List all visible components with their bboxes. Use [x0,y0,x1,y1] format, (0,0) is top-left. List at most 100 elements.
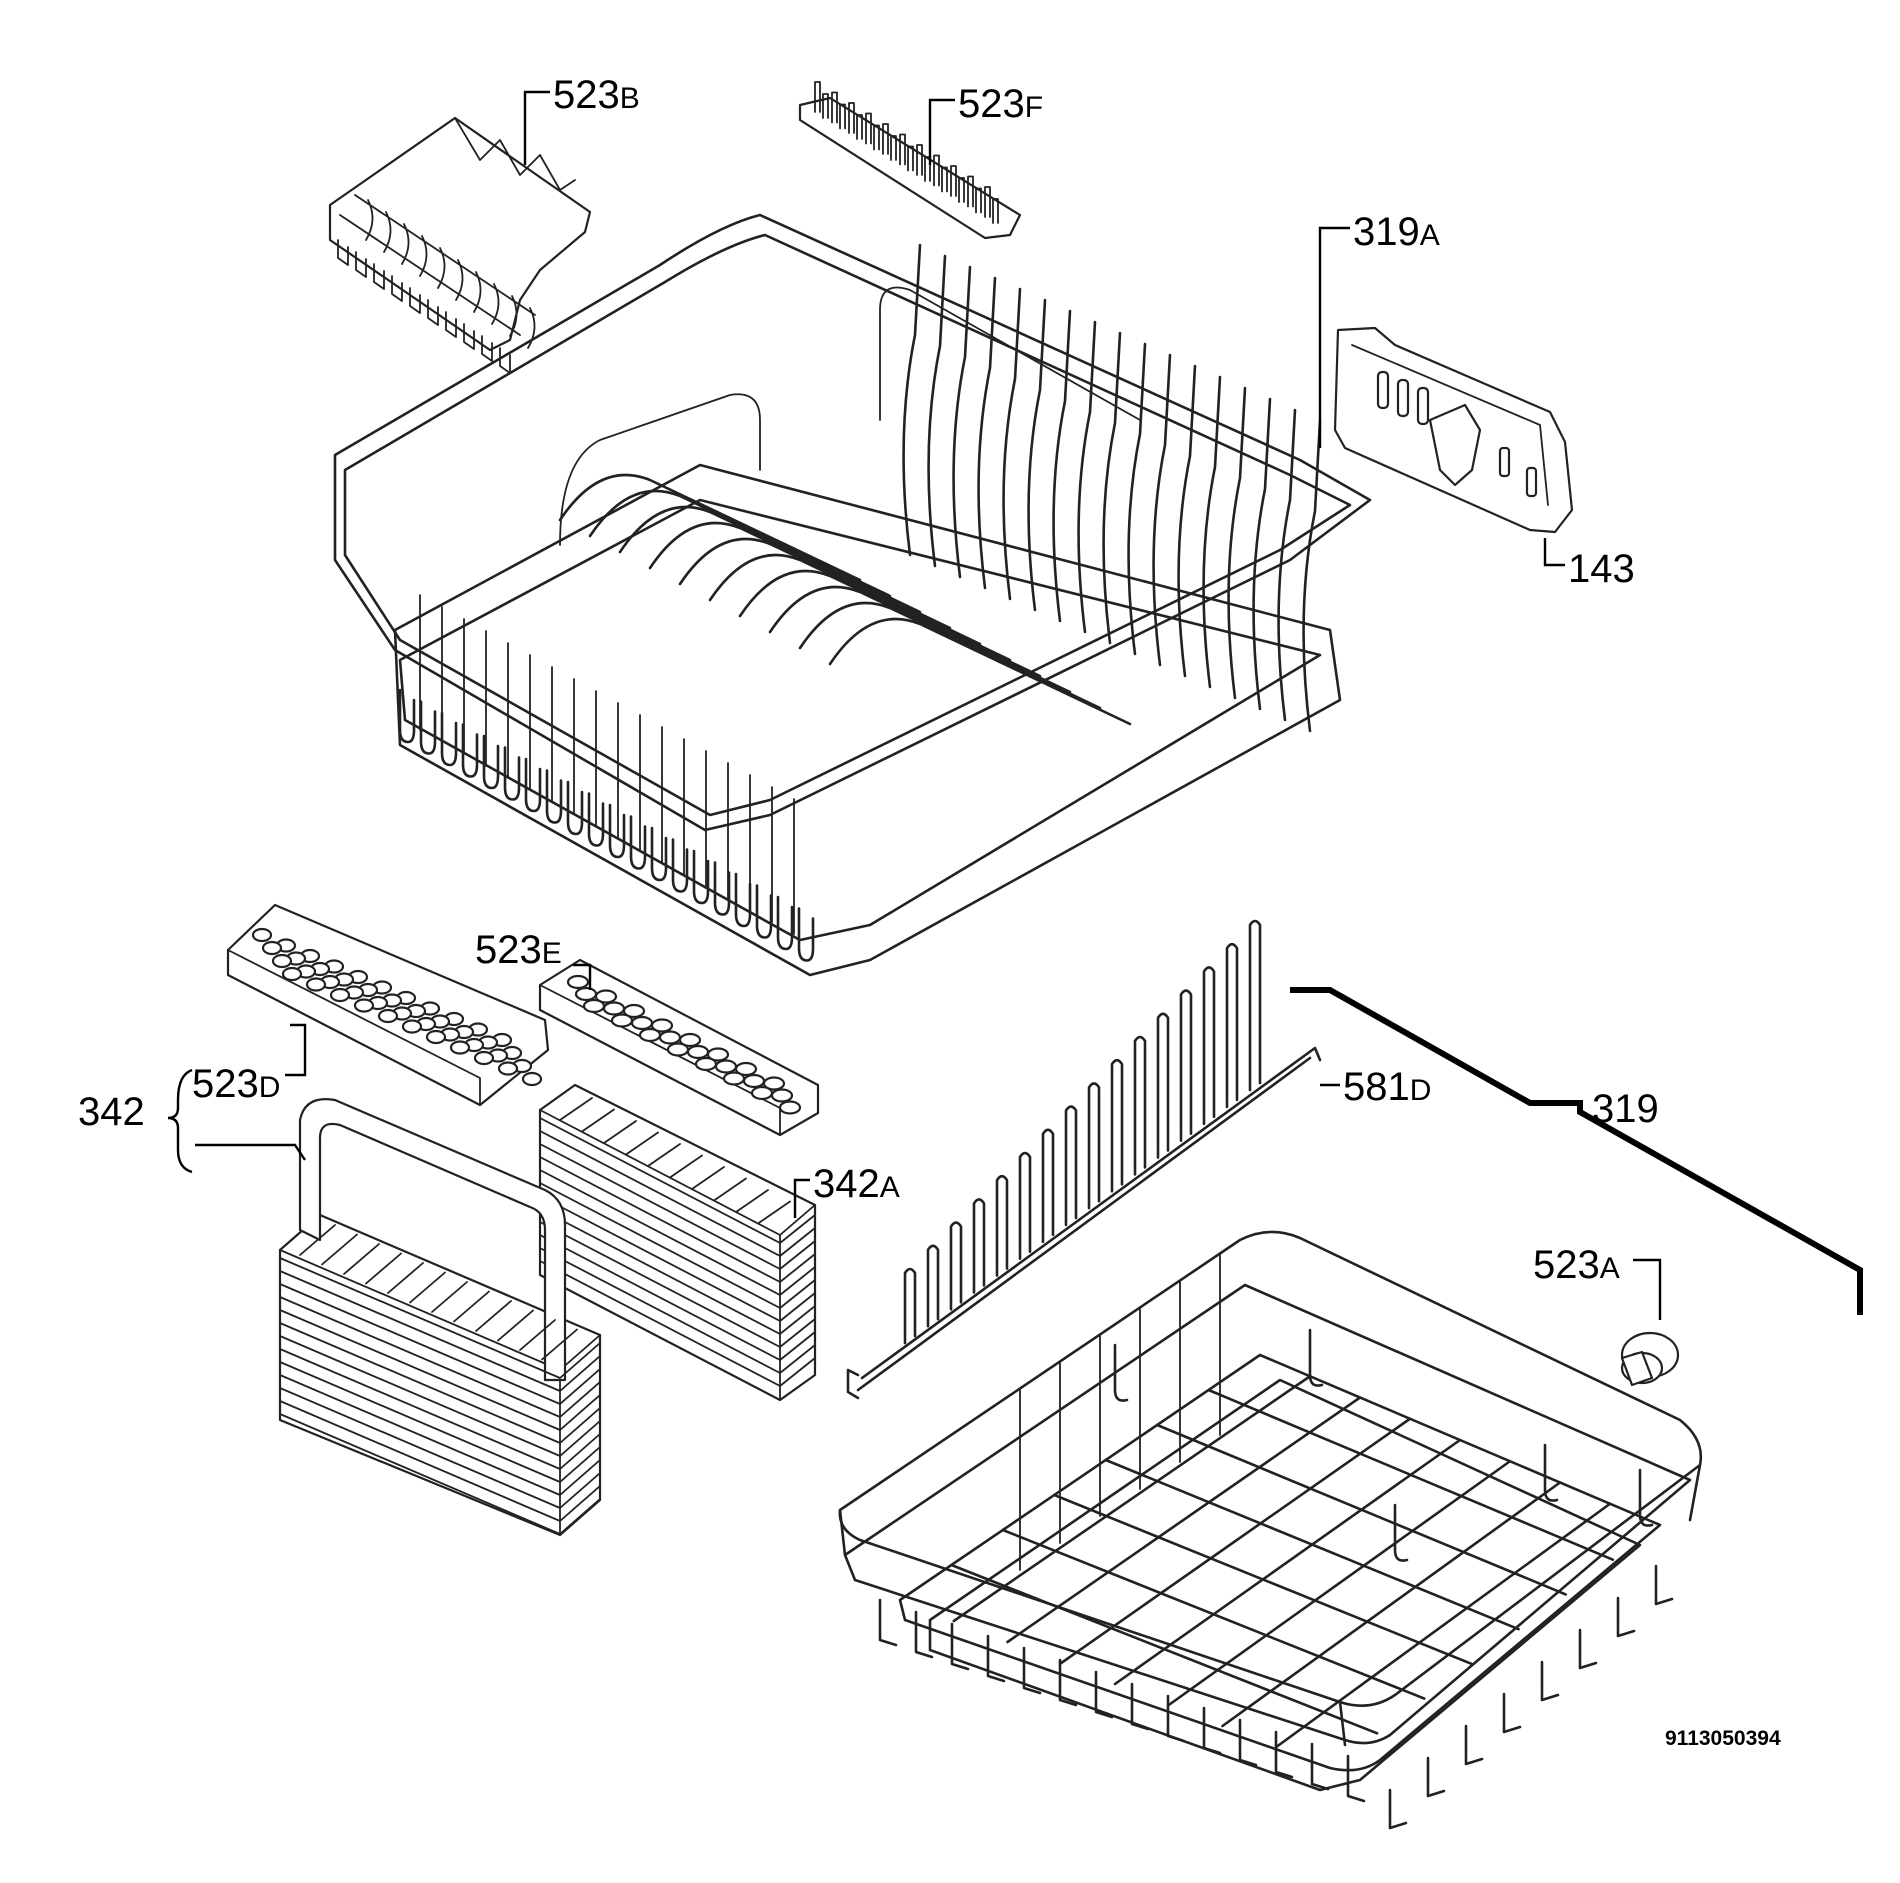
basket-rib [539,1234,816,1361]
grid-hole [742,1073,766,1089]
grid-hole [377,1008,399,1024]
comb-curve [365,199,374,241]
basket-rib [539,1143,816,1270]
spike [831,91,838,124]
folding-tine [1041,1128,1055,1244]
basket-hook [1543,1443,1559,1502]
cross-wire [648,521,952,630]
callout-319a: 319A [1353,210,1440,254]
cross-wire [558,473,862,582]
grid-hole [473,1050,495,1066]
basket-foot [1094,1670,1114,1719]
basket-foot [1346,1754,1366,1803]
basket-foot [950,1622,970,1671]
cross-wire [708,553,1012,662]
comb-curve [527,307,536,349]
comb-tooth [445,311,457,338]
basket-loop [524,757,542,813]
basket-mesh [453,1290,490,1323]
basket-mesh [757,1200,791,1225]
spike [950,165,957,197]
folding-tine [1133,1035,1147,1176]
cross-wire [738,569,1042,678]
floor-wire [1274,1502,1612,1749]
basket-loop [545,769,563,824]
basket-loop [713,861,731,916]
folding-tine [1156,1012,1170,1159]
cross-wire [828,617,1132,726]
basket-mesh [625,1131,659,1156]
basket-foot [1388,1788,1408,1830]
basket-foot [1540,1660,1560,1702]
comb-curve [401,223,410,265]
basket-loop [671,838,689,893]
basket-mesh [409,1271,446,1304]
basket-mesh [365,1252,402,1285]
part-581d-folding-tines [846,919,1322,1400]
comb-tooth [355,251,367,278]
basket-loop [461,723,479,778]
basket-foot [1616,1596,1636,1638]
basket-mesh [713,1177,747,1202]
folding-tine [995,1174,1009,1277]
basket-rib [279,1335,601,1457]
grid-hole [329,987,351,1003]
comb-tooth [481,335,493,362]
basket-rib [279,1296,601,1418]
basket-foot [1130,1682,1150,1731]
basket-rib [279,1270,601,1392]
comb-curve [419,235,428,277]
basket-foot [1238,1718,1258,1767]
spike [967,175,974,208]
basket-mesh [519,1319,556,1351]
basket-rib [279,1387,601,1509]
rack-tine [1302,419,1322,733]
callout-143: 143 [1568,547,1635,591]
drawing-code: 9113050394 [1665,1727,1781,1750]
basket-mesh [299,1224,336,1256]
comb-curve [473,271,482,313]
spike [984,186,991,218]
grid-hole [610,1013,634,1028]
basket-rib [279,1283,601,1405]
floor-wire [1006,1396,1362,1644]
basket-rib [539,1195,816,1322]
basket-foot [1654,1564,1674,1606]
part-342-cutlery-basket [278,1098,602,1537]
basket-foot [1166,1694,1186,1743]
rack-tine [1152,353,1172,667]
basket-rib [539,1247,816,1374]
grid-hole [750,1085,774,1101]
grid-hole [714,1059,738,1074]
rack-tine [977,276,997,590]
part-319a-rail-bracket [1333,326,1574,534]
basket-rib [279,1348,601,1470]
basket-foot [1274,1730,1294,1779]
grid-hole [401,1019,423,1034]
rack-tine [1202,375,1222,689]
spike [907,145,914,172]
part-523e-cutlery-lid [538,958,820,1137]
spike [882,123,889,155]
folding-tine [972,1198,986,1294]
basket-rib [279,1400,601,1522]
rack-tine [1002,287,1022,601]
grid-hole [694,1056,718,1072]
callout-342a: 342A [813,1162,900,1206]
basket-rib [279,1374,601,1496]
grid-hole [658,1030,682,1045]
spike [933,154,940,187]
floor-wire [1113,1438,1462,1686]
floor-wire [1059,1417,1412,1665]
spike [856,114,863,140]
callout-523d: 523D [192,1062,280,1106]
comb-tooth [337,239,349,266]
grid-hole [722,1071,746,1086]
spike [873,124,880,151]
folding-tine [1179,989,1193,1142]
spike [890,135,897,161]
basket-rib [279,1309,601,1431]
basket-rib [539,1117,816,1244]
leader-lines [167,90,1662,1320]
